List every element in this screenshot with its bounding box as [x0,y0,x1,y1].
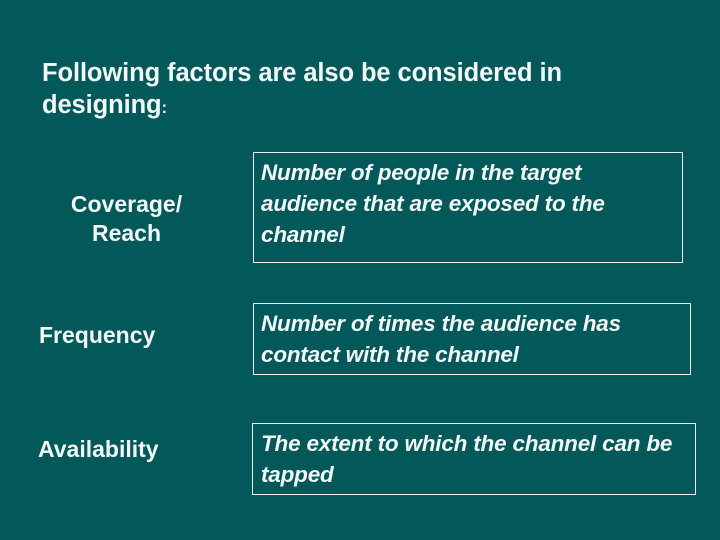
factor-description-box-coverage [253,152,683,263]
factor-description-box-frequency [253,303,691,375]
page-title: Following factors are also be considered… [42,57,672,124]
page-title-text: Following factors are also be considered… [42,59,562,119]
factor-description-coverage: Number of people in the target audience … [261,160,605,247]
factor-label-frequency: Frequency [39,322,156,348]
factor-description-box-availability [252,423,696,495]
factor-description-availability: The extent to which the channel can be t… [261,431,673,487]
page-title-colon: : [161,98,168,117]
factor-label-availability: Availability [38,436,159,462]
factor-label-coverage: Coverage/ Reach [70,191,183,246]
factor-description-frequency: Number of times the audience has contact… [261,311,621,367]
